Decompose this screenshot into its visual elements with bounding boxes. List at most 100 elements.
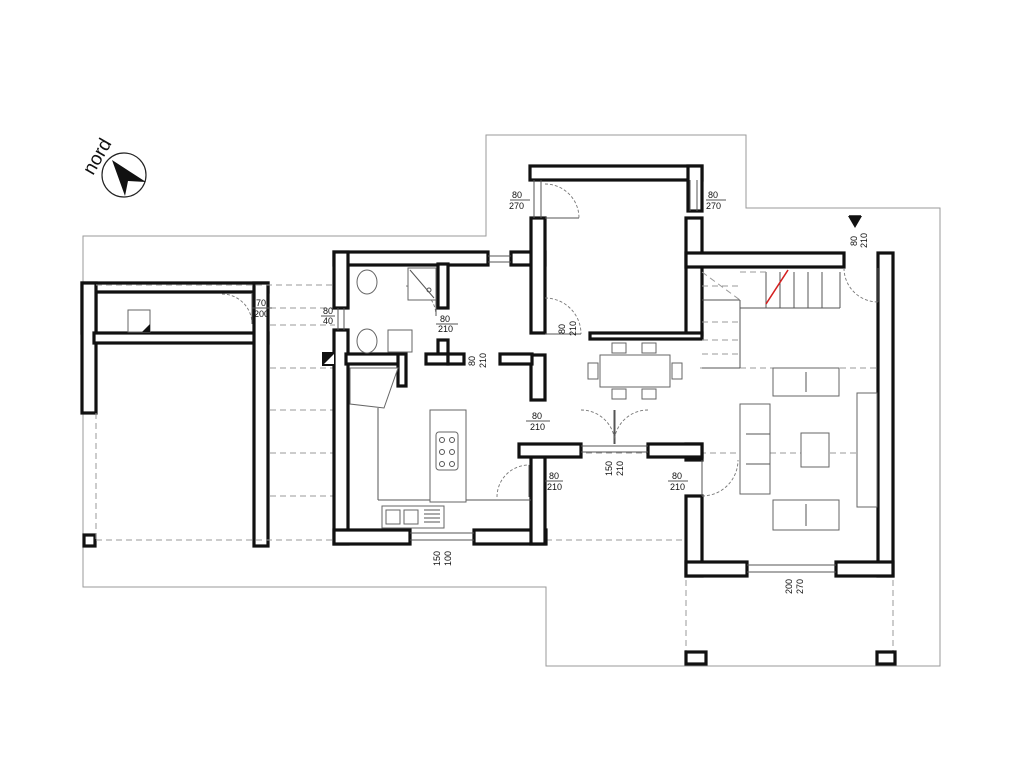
dimension-label: 80 (323, 306, 333, 316)
garage-door-swing (221, 293, 253, 325)
wall-bath-right-b (436, 338, 450, 356)
wall-column-b (529, 353, 547, 402)
dining-set (587, 342, 683, 400)
wall-bath-bottom-b (424, 352, 450, 366)
dimension-label: 210 (615, 461, 625, 476)
dim-kitchen-window: 150 100 (432, 551, 453, 566)
dim-kitchen-door-a: 80 210 (467, 353, 488, 368)
dimension-label: 80 (467, 356, 477, 366)
windows (337, 180, 836, 573)
dim-top-left: 80 270 (509, 190, 530, 211)
dim-hall-door: 80 210 (545, 471, 563, 492)
post-b (875, 650, 897, 666)
garage-wall-mid (92, 331, 270, 345)
post-a (684, 650, 708, 666)
pantry-corner (349, 367, 399, 409)
entry-arrow-icon (848, 216, 862, 228)
wall-column-c (529, 455, 547, 546)
wall-column-d (517, 442, 583, 459)
living-furniture (739, 367, 878, 531)
dim-french-door: 150 210 (604, 461, 625, 476)
wall-hall-b (498, 352, 534, 366)
dimension-label: 150 (432, 551, 442, 566)
house-walls (332, 164, 897, 666)
wall-column-a (529, 216, 547, 335)
wall-bath-right-a (436, 262, 450, 310)
wall-bottom-a (332, 528, 412, 546)
dimension-label: 210 (670, 482, 685, 492)
dim-stair-door: 80 210 (557, 321, 578, 336)
garage-wall-left (80, 281, 98, 415)
shower-drain-icon (426, 287, 432, 293)
dimension-label: 270 (795, 579, 805, 594)
dimension-label: 210 (859, 233, 869, 248)
dimension-label: 80 (532, 411, 542, 421)
dimension-label: 80 (557, 324, 567, 334)
bath-sink (387, 329, 413, 353)
dim-bath-window: 80 40 (321, 306, 335, 326)
dimension-label: 210 (530, 422, 545, 432)
dimension-label: 100 (443, 551, 453, 566)
north-compass: nord (79, 135, 147, 198)
north-arrow-icon (112, 160, 146, 196)
bathroom-fixtures (356, 267, 437, 354)
roof-outline (82, 134, 941, 667)
garage (80, 281, 270, 548)
sofa (739, 403, 771, 495)
wc-top (356, 269, 378, 295)
garage-wall-right (252, 281, 270, 548)
dimension-label: 200 (254, 309, 269, 319)
staircase (701, 269, 841, 369)
stair-arrow-icon (765, 269, 789, 305)
tv-cabinet (856, 392, 878, 508)
dimension-label: 210 (478, 353, 488, 368)
dimension-label: 270 (509, 201, 524, 211)
cooktop (435, 431, 459, 471)
dimension-label: 80 (512, 190, 522, 200)
dimension-label: 70 (256, 298, 266, 308)
wall-bath-bottom (344, 352, 404, 366)
pergola-lines (95, 284, 894, 652)
dimension-label: 80 (672, 471, 682, 481)
wc-bottom (356, 328, 378, 354)
wall-north-right-b (684, 216, 704, 337)
coffee-table (800, 432, 830, 468)
doors (405, 183, 879, 498)
wall-west-entry (646, 442, 704, 459)
wall-east-bottom-a (684, 560, 749, 578)
garage-wall-top (80, 281, 270, 335)
wall-east-top (684, 251, 846, 269)
wall-north-right-a (686, 164, 704, 213)
wall-east-bottom-b (834, 560, 895, 578)
wall-west-top (332, 250, 490, 267)
dim-top-right: 80 270 (706, 190, 726, 211)
dimension-label: 210 (438, 324, 453, 334)
wall-north-bottom (588, 331, 704, 341)
dimension-label: 80 (440, 314, 450, 324)
wall-west-left-a (332, 250, 350, 310)
dimension-label: 200 (784, 579, 794, 594)
wall-east-right (876, 251, 895, 578)
dim-garage-door: 70 200 (252, 298, 272, 319)
dimension-label: 80 (849, 236, 859, 246)
wall-kitchen-stub (396, 352, 408, 388)
kitchen (349, 367, 531, 529)
dimension-label: 150 (604, 461, 614, 476)
dim-bath-door: 80 210 (436, 314, 458, 334)
wall-north-top (528, 164, 704, 182)
dim-entry-right: 80 210 (849, 233, 869, 248)
dim-kitchen-door-b: 80 210 (526, 411, 550, 432)
dimension-label: 210 (568, 321, 578, 336)
wall-hall-a (446, 352, 466, 366)
dimension-label: 270 (706, 201, 721, 211)
dim-living-door: 80 210 (668, 471, 688, 492)
cabinet-mark-icon (142, 324, 150, 332)
dimension-label: 210 (547, 482, 562, 492)
dimension-label: 80 (708, 190, 718, 200)
dim-living-window: 200 270 (784, 579, 805, 594)
dimension-label: 40 (323, 316, 333, 326)
garage-post (82, 533, 97, 548)
dimension-label: 80 (549, 471, 559, 481)
garage-cabinet (127, 309, 151, 333)
